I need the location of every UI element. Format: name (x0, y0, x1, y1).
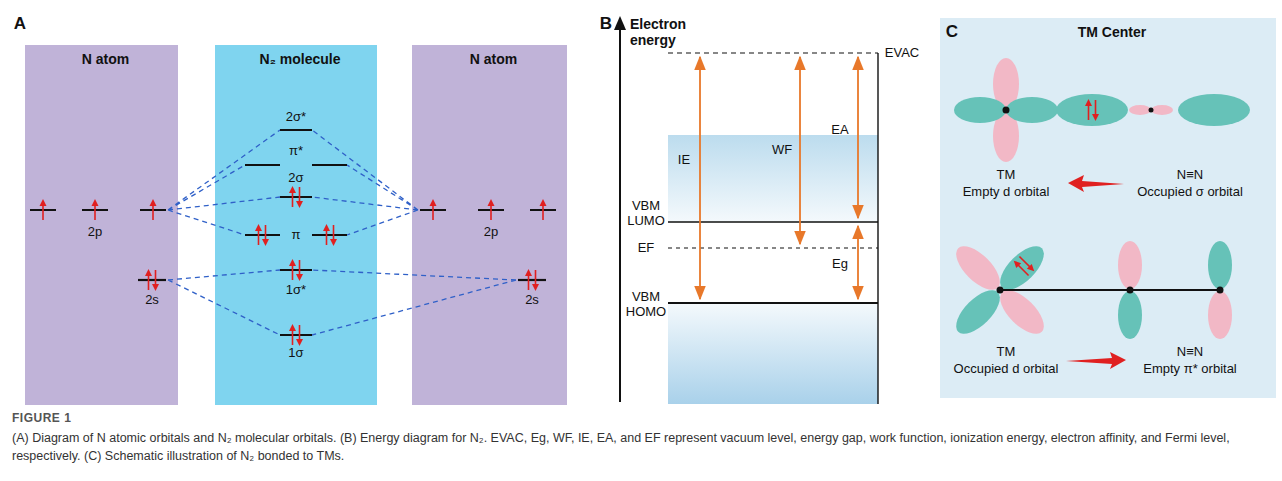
diagram-label: TM (997, 345, 1016, 360)
diagram-label: π* (289, 144, 303, 159)
energy-levels (30, 130, 556, 335)
diagram-label: Occupied σ orbital (1137, 185, 1243, 200)
diagram-label: 2p (88, 225, 102, 240)
diagram-label: N≡N (1177, 168, 1203, 183)
diagram-label: Empty π* orbital (1143, 362, 1237, 377)
atom-band (25, 45, 178, 405)
diagram-label: 2s (525, 293, 539, 308)
electron-arrows (40, 186, 547, 346)
diagram-label: 2p (484, 225, 498, 240)
band-heading: N atom (25, 51, 186, 67)
diagram-label: N≡N (1177, 345, 1203, 360)
diagram-label: EVAC (885, 46, 919, 61)
diagram-label: LUMO (627, 214, 665, 229)
atom-band (412, 45, 567, 405)
diagram-label: π (292, 228, 301, 243)
diagram-label: VBM (632, 199, 660, 214)
diagram-label: Empty d orbital (963, 185, 1050, 200)
diagram-label: 2σ (288, 171, 303, 186)
band-heading: N atom (412, 51, 575, 67)
band-heading: TM Center (940, 24, 1282, 40)
diagram-label: WF (772, 143, 792, 158)
molecule-band (215, 45, 377, 405)
band-heading: N₂ molecule (215, 51, 385, 67)
figure-caption: (A) Diagram of N atomic orbitals and N₂ … (12, 430, 1270, 465)
diagram-label: 1σ (288, 346, 303, 361)
panel-letter: A (14, 14, 26, 34)
orbital-sketch (949, 58, 1250, 369)
diagram-label: TM (997, 168, 1016, 183)
diagram-label: Eg (832, 257, 848, 272)
diagram-label: 2σ* (286, 110, 306, 125)
diagram-label: IE (678, 153, 690, 168)
diagram-label: EA (831, 123, 848, 138)
diagram-label: 2s (145, 293, 159, 308)
diagram-label: EF (638, 241, 655, 256)
diagram-label: 1σ* (286, 283, 306, 298)
atom-band: N atom (25, 45, 186, 405)
diagram-label: VBM (632, 290, 660, 305)
figure-title: FIGURE 1 (12, 411, 71, 425)
correlation-lines (168, 130, 516, 335)
tm-center-panel: TM Center (940, 18, 1282, 398)
diagram-label: Occupied d orbital (954, 362, 1059, 377)
tm-center-panel (940, 18, 1276, 398)
panel-letter: C (946, 22, 958, 42)
panel-letter: B (600, 14, 612, 34)
energy-diagram (614, 16, 878, 404)
diagram-label: HOMO (626, 305, 666, 320)
diagram-label: Electron energy (630, 16, 710, 48)
